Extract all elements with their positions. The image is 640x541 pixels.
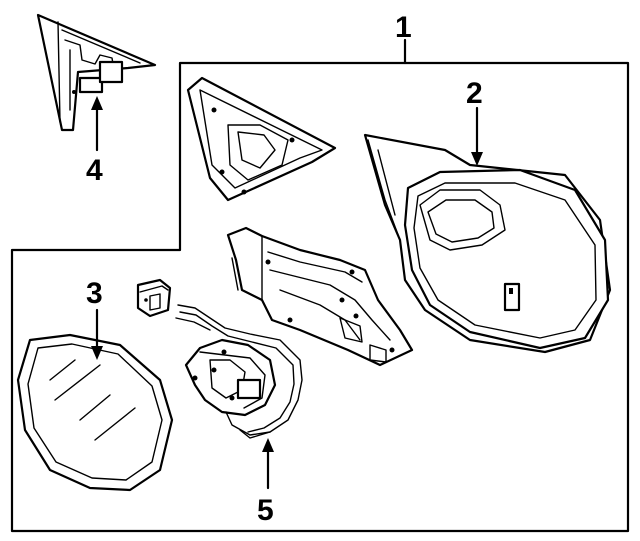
mirror-motor-part [175, 304, 303, 439]
callout-1-label: 1 [395, 11, 412, 44]
callout-4: 4 [86, 96, 103, 187]
callout-3-label: 3 [86, 277, 103, 310]
mirror-glass-part [16, 333, 174, 492]
callout-2-label: 2 [466, 77, 483, 110]
mirror-housing-part [363, 133, 612, 354]
callout-2: 2 [466, 77, 483, 166]
assembly-frame [10, 61, 630, 533]
callout-5-label: 5 [257, 494, 274, 527]
callout-3: 3 [86, 277, 103, 360]
mirror-base-part [226, 226, 414, 367]
callout-1: 1 [395, 11, 412, 65]
callout-4-label: 4 [86, 154, 103, 187]
inner-cover-part [36, 13, 157, 132]
corner-garnish-part [186, 76, 337, 202]
callout-5: 5 [257, 438, 274, 527]
connector-clip-part [136, 278, 172, 318]
